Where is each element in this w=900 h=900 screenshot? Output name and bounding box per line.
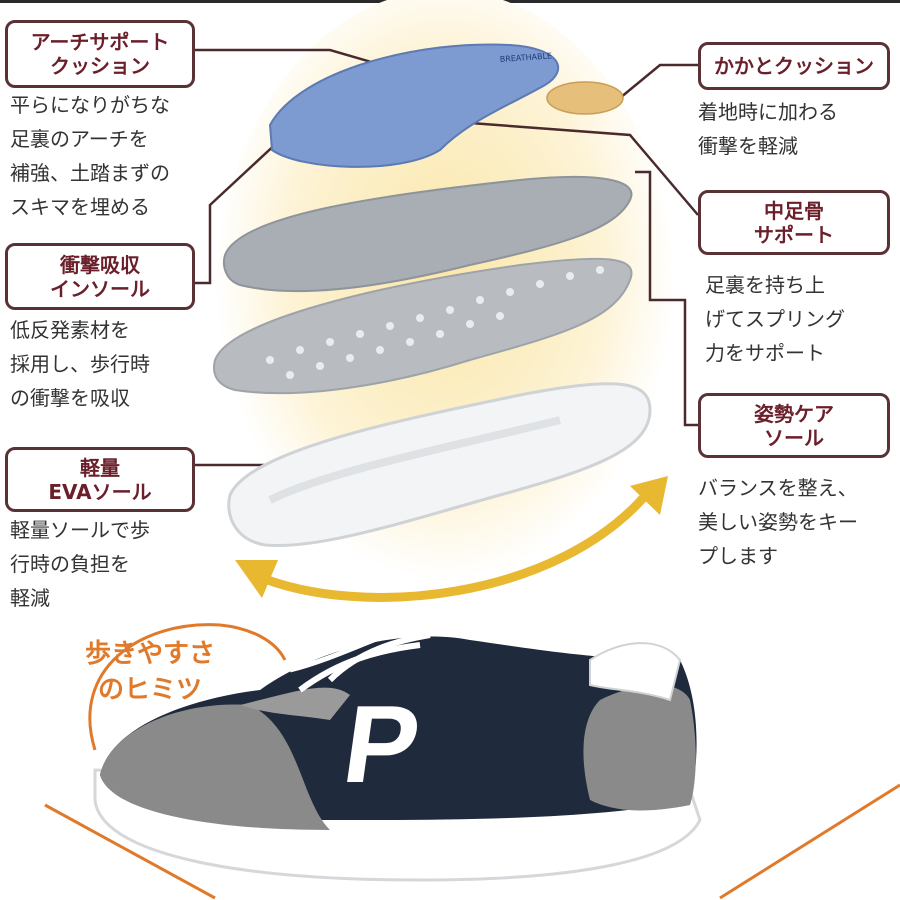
desc-line: 軽量ソールで歩 [10,518,150,542]
desc-line: 採用し、歩行時 [10,352,150,376]
rocking-arrow [253,487,654,602]
label-line: かかとクッション [714,54,874,78]
label-line: 軽量 [80,455,120,480]
label-lightweight-eva-sole: 軽量 EVAソール [5,447,195,512]
desc-shock-absorb-insole: 低反発素材を 採用し、歩行時 の衝撃を吸収 [10,313,150,415]
shock-absorb-insole [222,175,633,293]
label-arch-support-cushion: アーチサポート クッション [5,20,195,88]
perforation-dots [266,266,604,379]
desc-line: 平らになりがちな [10,93,170,117]
secret-line: のヒミツ [97,675,202,705]
desc-line: 美しい姿勢をキー [698,510,858,534]
sneaker [93,627,702,882]
desc-line: スキマを埋める [10,195,150,219]
desc-line: バランスを整え、 [698,476,858,500]
arrow-head-left [235,560,278,598]
shoe-logo: P [336,683,428,806]
floor-line-right [719,783,900,900]
label-line: ソール [764,425,824,450]
desc-line: 力をサポート [705,341,825,365]
secret-line: 歩きやすさ [84,639,215,669]
desc-line: の衝撃を吸収 [10,386,130,410]
desc-line: プします [698,544,778,568]
desc-line: げてスプリング [705,307,845,331]
label-line: EVAソール [48,479,152,504]
label-line: サポート [754,222,834,247]
arch-support-insole [268,43,560,168]
desc-metatarsal-support: 足裏を持ち上 げてスプリング 力をサポート [705,268,845,370]
desc-line: 行時の負担を [10,552,130,576]
label-line: 中足骨 [764,198,824,223]
label-metatarsal-support: 中足骨 サポート [698,190,890,255]
secret-of-walkability: 歩きやすさ のヒミツ [55,636,245,708]
label-shock-absorb-insole: 衝撃吸収 インソール [5,243,195,310]
metatarsal-support-layer [213,257,633,395]
desc-heel-cushion: 着地時に加わる 衝撃を軽減 [698,95,838,163]
label-line: 姿勢ケア [754,401,834,426]
label-line: インソール [50,276,150,301]
svg-text:BREATHABLE: BREATHABLE [500,51,553,64]
arrow-head-right [630,476,668,515]
desc-line: 着地時に加わる [698,100,838,124]
heel-cushion [546,81,624,115]
label-line: 衝撃吸収 [60,252,140,277]
desc-line: 足裏のアーチを [10,127,149,151]
desc-line: 軽減 [10,586,50,610]
desc-line: 衝撃を軽減 [698,134,798,158]
secret-circle [88,623,287,751]
desc-line: 低反発素材を [10,318,130,342]
label-heel-cushion: かかとクッション [698,42,890,90]
label-line: クッション [50,54,150,78]
floor-line-left [44,803,216,900]
desc-arch-support-cushion: 平らになりがちな 足裏のアーチを 補強、土踏まずの スキマを埋める [10,88,170,224]
desc-posture-care-sole: バランスを整え、 美しい姿勢をキー プします [698,471,858,573]
desc-lightweight-eva-sole: 軽量ソールで歩 行時の負担を 軽減 [10,513,150,615]
label-posture-care-sole: 姿勢ケア ソール [698,393,890,458]
desc-line: 補強、土踏まずの [10,161,170,185]
desc-line: 足裏を持ち上 [705,273,825,297]
label-line: アーチサポート [30,30,170,54]
